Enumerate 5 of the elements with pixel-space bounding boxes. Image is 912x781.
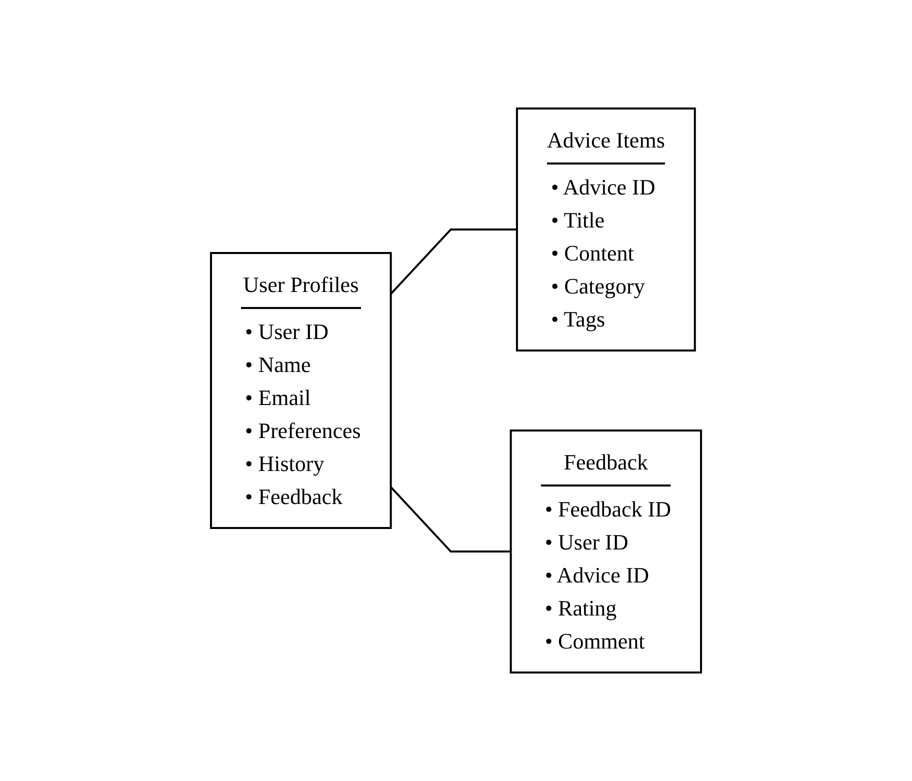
connector (390, 228, 517, 295)
node-box: User Profiles • User ID • Name • Email • Preferences • History • Feedback (210, 252, 392, 529)
connector (390, 486, 511, 552)
node-box: Advice Items • Advice ID • Title • Content • Category • Tags (516, 108, 696, 352)
node-box: Feedback • Feedback ID • User ID • Advice ID • Rating • Comment (510, 430, 702, 674)
